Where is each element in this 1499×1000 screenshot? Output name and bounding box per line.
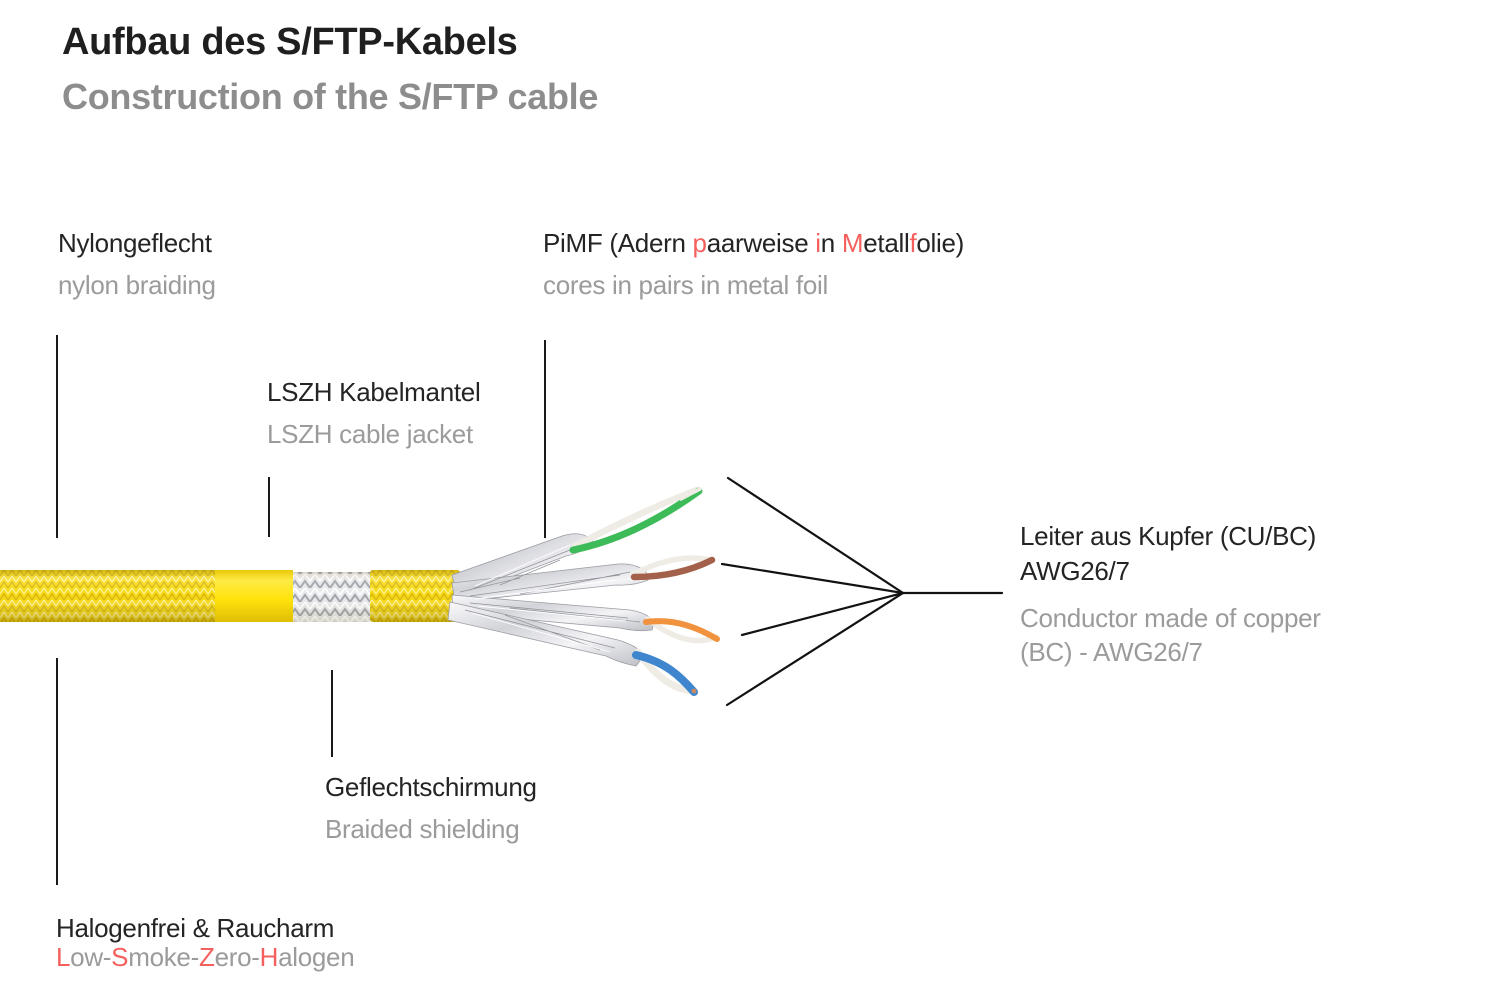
label-nylon-en: nylon braiding — [58, 270, 216, 300]
label-halogen-de: Halogenfrei & Raucharm — [56, 913, 335, 943]
label-nylon-de: Nylongeflecht — [58, 228, 212, 258]
section-braided-shielding — [293, 572, 370, 622]
label-conductor-en1: Conductor made of copper — [1020, 603, 1321, 633]
section-inner-braid — [370, 570, 460, 622]
label-conductor-en2: (BC) - AWG26/7 — [1020, 637, 1203, 667]
label-lszh-jacket: LSZH Kabelmantel LSZH cable jacket — [267, 377, 481, 449]
connector-line-halogen — [56, 658, 58, 885]
wire-pair-blue — [632, 648, 698, 696]
foil-wrapped-pairs — [447, 533, 655, 667]
label-braided-shielding: Geflechtschirmung Braided shielding — [325, 772, 537, 844]
label-nylon-braiding: Nylongeflecht nylon braiding — [58, 228, 216, 300]
cable-illustration — [0, 476, 1004, 707]
label-braid-de: Geflechtschirmung — [325, 772, 537, 802]
wire-pair-orange — [643, 616, 720, 644]
section-nylon-braid — [0, 570, 215, 622]
label-braid-en: Braided shielding — [325, 814, 520, 844]
label-conductor-de2: AWG26/7 — [1020, 556, 1130, 586]
wire-pair-brown — [630, 555, 716, 581]
page-title: Aufbau des S/FTP-Kabels — [62, 21, 518, 63]
connector-line-nylon — [56, 335, 58, 538]
connector-line-pimf — [544, 340, 546, 538]
pointer-lines-conductor — [720, 476, 1004, 707]
label-halogen-en: Low-Smoke-Zero-Halogen — [56, 942, 355, 972]
label-lszh-de: LSZH Kabelmantel — [267, 377, 481, 407]
page-subtitle: Construction of the S/FTP cable — [62, 76, 599, 117]
section-lszh-jacket — [215, 570, 293, 622]
label-lszh-en: LSZH cable jacket — [267, 419, 473, 449]
wire-pair-green — [569, 486, 703, 554]
label-pimf-en: cores in pairs in metal foil — [543, 270, 828, 300]
label-pimf-de: PiMF (Adern paarweise in Metallfolie) — [543, 228, 965, 258]
label-pimf: PiMF (Adern paarweise in Metallfolie) co… — [543, 228, 964, 300]
label-conductor: Leiter aus Kupfer (CU/BC) AWG26/7 Conduc… — [1020, 519, 1321, 669]
connector-line-braid — [331, 670, 333, 757]
connector-line-lszh — [268, 477, 270, 537]
label-halogen-free: Halogenfrei & Raucharm Low-Smoke-Zero-Ha… — [56, 913, 355, 972]
label-conductor-de1: Leiter aus Kupfer (CU/BC) — [1020, 521, 1316, 551]
wire-pairs — [569, 486, 720, 696]
